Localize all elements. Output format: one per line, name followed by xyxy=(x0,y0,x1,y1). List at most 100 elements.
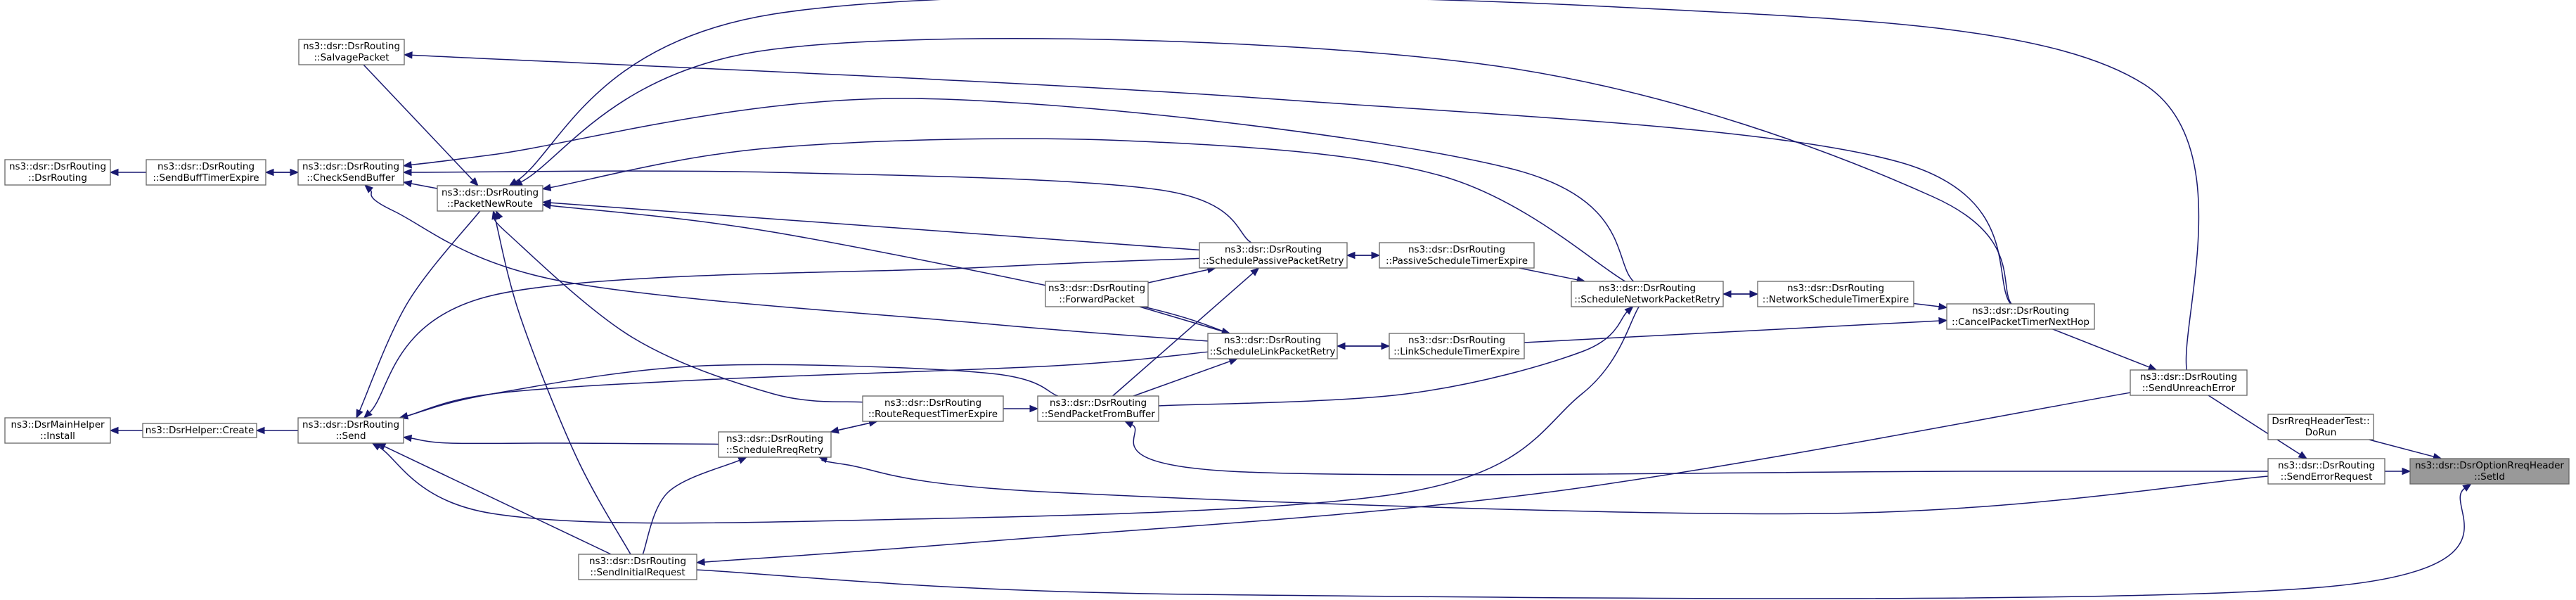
edge-cancelpkt-to-sendunreach xyxy=(2052,328,2150,368)
arrowhead-sendfrombuf-to-schedlink xyxy=(1228,357,1239,365)
node-label-create-line-0: ns3::DsrHelper::Create xyxy=(146,425,255,436)
arrowhead-netsched-to-schednet xyxy=(1722,290,1732,298)
node-send[interactable]: ns3::dsr::DsrRouting::Send xyxy=(297,417,404,444)
node-sendfrombuf[interactable]: ns3::dsr::DsrRouting::SendPacketFromBuff… xyxy=(1037,395,1159,422)
node-install[interactable]: ns3::DsrMainHelper::Install xyxy=(4,417,111,444)
node-routereq[interactable]: ns3::dsr::DsrRouting::RouteRequestTimerE… xyxy=(862,395,1004,422)
edge-forward-to-schedpassive xyxy=(1147,269,1209,283)
edge-sendinit-to-pktnew xyxy=(494,218,631,555)
edge-sendinit-to-schedrreq xyxy=(642,459,740,555)
node-label-netsched-line-1: ::NetworkScheduleTimerExpire xyxy=(1763,294,1910,305)
arrowhead-netsched-to-cancelpkt xyxy=(1938,302,1948,311)
node-label-send-line-0: ns3::dsr::DsrRouting xyxy=(302,419,399,430)
edges-layer xyxy=(109,0,2472,599)
arrowhead-pktnew-to-checksend xyxy=(402,179,413,188)
edge-schedlink-to-checksend xyxy=(370,189,1209,342)
arrowhead-schedpassive-to-send xyxy=(363,409,373,419)
edge-schedlink-to-pktnew xyxy=(550,205,1230,334)
node-label-sendunreach-line-0: ns3::dsr::DsrRouting xyxy=(2140,371,2237,383)
node-label-dorun-line-1: DoRun xyxy=(2305,427,2337,438)
node-box-create xyxy=(142,423,257,438)
arrowhead-linksched-to-cancelpkt xyxy=(1938,317,1948,325)
arrowhead-sendunreach-to-senderr xyxy=(2298,451,2308,459)
node-box-passivesched xyxy=(1379,242,1535,269)
arrowhead-send-to-create xyxy=(255,426,265,435)
node-dsrrouting[interactable]: ns3::dsr::DsrRouting::DsrRouting xyxy=(4,159,111,186)
edge-forward-to-schedlink xyxy=(1139,306,1223,332)
node-label-routereq-line-0: ns3::dsr::DsrRouting xyxy=(884,397,981,409)
edge-sendinit-to-send xyxy=(384,446,612,555)
node-label-forward-line-1: ::ForwardPacket xyxy=(1059,294,1135,305)
node-label-dsrrouting-line-0: ns3::dsr::DsrRouting xyxy=(9,161,106,172)
node-sendunreach[interactable]: ns3::dsr::DsrRouting::SendUnreachError xyxy=(2130,369,2248,396)
node-label-pktnew-line-1: ::PacketNewRoute xyxy=(447,198,533,210)
edge-senderr-to-schedrreq xyxy=(821,459,2269,515)
node-label-schedpassive-line-1: ::SchedulePassivePacketRetry xyxy=(1202,255,1344,267)
node-label-sendinit-line-0: ns3::dsr::DsrRouting xyxy=(589,556,686,567)
node-box-schedrreq xyxy=(718,431,832,458)
node-schedpassive[interactable]: ns3::dsr::DsrRouting::SchedulePassivePac… xyxy=(1199,242,1348,269)
edge-sendfrombuf-to-schedpassive xyxy=(1112,272,1254,397)
node-label-sendfrombuf-line-0: ns3::dsr::DsrRouting xyxy=(1050,397,1147,409)
node-pktnew[interactable]: ns3::dsr::DsrRouting::PacketNewRoute xyxy=(437,185,543,212)
arrowhead-sendbuff-to-dsrrouting xyxy=(109,168,119,177)
node-label-setid-line-1: ::SetId xyxy=(2474,471,2505,483)
edge-schedpassive-to-pktnew xyxy=(550,202,1200,251)
node-schedrreq[interactable]: ns3::dsr::DsrRouting::ScheduleRreqRetry xyxy=(718,431,832,458)
node-label-schednet-line-1: ::ScheduleNetworkPacketRetry xyxy=(1574,294,1720,305)
edge-schedpassive-to-checksend xyxy=(411,170,1252,243)
node-sendbuff[interactable]: ns3::dsr::DsrRouting::SendBuffTimerExpir… xyxy=(146,159,266,186)
node-create[interactable]: ns3::DsrHelper::Create xyxy=(142,423,257,438)
arrowhead-schednet-to-pktnew xyxy=(541,184,552,191)
node-schedlink[interactable]: ns3::dsr::DsrRouting::ScheduleLinkPacket… xyxy=(1207,333,1338,359)
node-linksched[interactable]: ns3::dsr::DsrRouting::LinkScheduleTimerE… xyxy=(1389,333,1525,359)
node-label-senderr-line-1: ::SendErrorRequest xyxy=(2281,471,2373,483)
node-box-schedpassive xyxy=(1199,242,1348,269)
arrowhead-pktnew-to-send xyxy=(356,409,363,419)
edge-schednet-to-checksend xyxy=(411,98,1634,282)
node-box-setid xyxy=(2409,458,2570,485)
nodes-layer: ns3::dsr::DsrOptionRreqHeader::SetId DsrR… xyxy=(4,39,2570,580)
node-passivesched[interactable]: ns3::dsr::DsrRouting::PassiveScheduleTim… xyxy=(1379,242,1535,269)
node-schednet[interactable]: ns3::dsr::DsrRouting::ScheduleNetworkPac… xyxy=(1571,281,1724,307)
arrowhead-create-to-install xyxy=(109,426,119,435)
node-forward[interactable]: ns3::dsr::DsrRouting::ForwardPacket xyxy=(1045,281,1149,307)
node-setid[interactable]: ns3::dsr::DsrOptionRreqHeader::SetId xyxy=(2409,458,2570,485)
node-sendinit[interactable]: ns3::dsr::DsrRouting::SendInitialRequest xyxy=(578,554,697,580)
node-box-senderr xyxy=(2267,458,2385,485)
node-box-netsched xyxy=(1757,281,1914,307)
node-label-sendunreach-line-1: ::SendUnreachError xyxy=(2142,383,2236,394)
node-label-salvage-line-1: ::SalvagePacket xyxy=(314,52,389,63)
arrowhead-schedpassive-to-checksend xyxy=(402,168,412,177)
node-label-sendinit-line-1: ::SendInitialRequest xyxy=(590,567,685,578)
node-salvage[interactable]: ns3::dsr::DsrRouting::SalvagePacket xyxy=(298,39,405,65)
node-checksend[interactable]: ns3::dsr::DsrRouting::CheckSendBuffer xyxy=(297,159,404,186)
arrowhead-schedrreq-to-send xyxy=(402,434,413,442)
arrowhead-schedlink-to-pktnew xyxy=(541,202,552,210)
arrowhead-cancelpkt-to-salvage xyxy=(403,51,413,59)
node-label-netsched-line-0: ns3::dsr::DsrRouting xyxy=(1787,283,1884,294)
arrowhead-sendinit-to-setid xyxy=(2462,483,2472,492)
node-label-checksend-line-0: ns3::dsr::DsrRouting xyxy=(302,161,399,172)
node-label-cancelpkt-line-1: ::CancelPacketTimerNextHop xyxy=(1952,317,2089,328)
node-box-routereq xyxy=(862,395,1004,422)
edge-sendinit-to-setid xyxy=(696,487,2466,599)
node-dorun[interactable]: DsrRreqHeaderTest::DoRun xyxy=(2267,414,2374,440)
node-box-sendinit xyxy=(578,554,697,580)
node-cancelpkt[interactable]: ns3::dsr::DsrRouting::CancelPacketTimerN… xyxy=(1946,303,2095,330)
arrowhead-sendfrombuf-to-schedpassive xyxy=(1250,267,1260,276)
arrowhead-linksched-to-schedlink xyxy=(1336,342,1346,350)
arrowhead-cancelpkt-to-sendunreach xyxy=(2147,363,2158,371)
node-box-checksend xyxy=(297,159,404,186)
node-box-install xyxy=(4,417,111,444)
node-label-sendfrombuf-line-1: ::SendPacketFromBuffer xyxy=(1041,409,1155,420)
node-label-checksend-line-1: ::CheckSendBuffer xyxy=(307,172,395,184)
arrowhead-routereq-to-sendfrombuf xyxy=(1029,404,1039,413)
node-box-linksched xyxy=(1389,333,1525,359)
node-label-linksched-line-0: ns3::dsr::DsrRouting xyxy=(1408,335,1505,346)
node-senderr[interactable]: ns3::dsr::DsrRouting::SendErrorRequest xyxy=(2267,458,2385,485)
node-netsched[interactable]: ns3::dsr::DsrRouting::NetworkScheduleTim… xyxy=(1757,281,1914,307)
node-label-schednet-line-0: ns3::dsr::DsrRouting xyxy=(1599,283,1696,294)
node-label-setid-line-0: ns3::dsr::DsrOptionRreqHeader xyxy=(2415,460,2564,471)
